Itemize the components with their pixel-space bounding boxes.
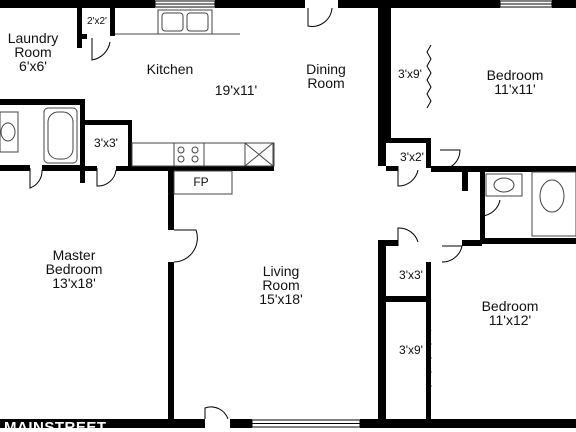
closet-mid-size: 3'x3': [399, 268, 423, 282]
windows: [154, 0, 553, 428]
watermark: MAINSTREET: [4, 419, 107, 432]
master-label-1: Master: [53, 247, 96, 263]
bedroom-top-label: Bedroom: [487, 67, 544, 83]
bedroom-bottom-label: Bedroom: [482, 298, 539, 314]
interior-walls: [0, 8, 576, 422]
laundry-label-2: Room: [14, 44, 51, 60]
kitchen-size: 19'x11': [215, 82, 257, 98]
hall-bathtub: [531, 171, 576, 237]
dining-label-2: Room: [307, 75, 344, 91]
living-label-2: Room: [262, 277, 299, 293]
master-size: 13'x18': [52, 275, 96, 291]
pantry-size: 2'x2': [87, 16, 107, 27]
laundry-size: 6'x6': [19, 58, 47, 74]
closet-top-bedroom-size: 3'x9': [398, 67, 422, 81]
fireplace: [173, 170, 233, 195]
fireplace-label: FP: [193, 175, 208, 189]
living-label-1: Living: [263, 263, 300, 279]
bathtub: [43, 107, 78, 164]
stove: [173, 142, 205, 167]
kitchen-sink: [157, 9, 213, 35]
room-labels: Laundry Room 6'x6' 2'x2' Kitchen 19'x11'…: [8, 16, 544, 357]
kitchen-label: Kitchen: [147, 61, 194, 77]
fixtures: [0, 9, 576, 237]
bedroom-bottom-size: 11'x12': [489, 312, 531, 328]
bedroom-top-size: 11'x11': [494, 81, 535, 97]
living-size: 15'x18': [259, 291, 303, 307]
refrigerator: [244, 142, 274, 167]
master-label-2: Bedroom: [46, 261, 103, 277]
doors: [29, 7, 501, 420]
laundry-label-1: Laundry: [8, 30, 59, 46]
closet-bottom-bedroom-size: 3'x9': [399, 343, 423, 357]
bath-closet-size: 3'x3': [94, 136, 118, 150]
bath-sink: [485, 173, 523, 197]
closet-hall-size: 3'x2': [400, 150, 424, 164]
dining-label-1: Dining: [306, 61, 346, 77]
